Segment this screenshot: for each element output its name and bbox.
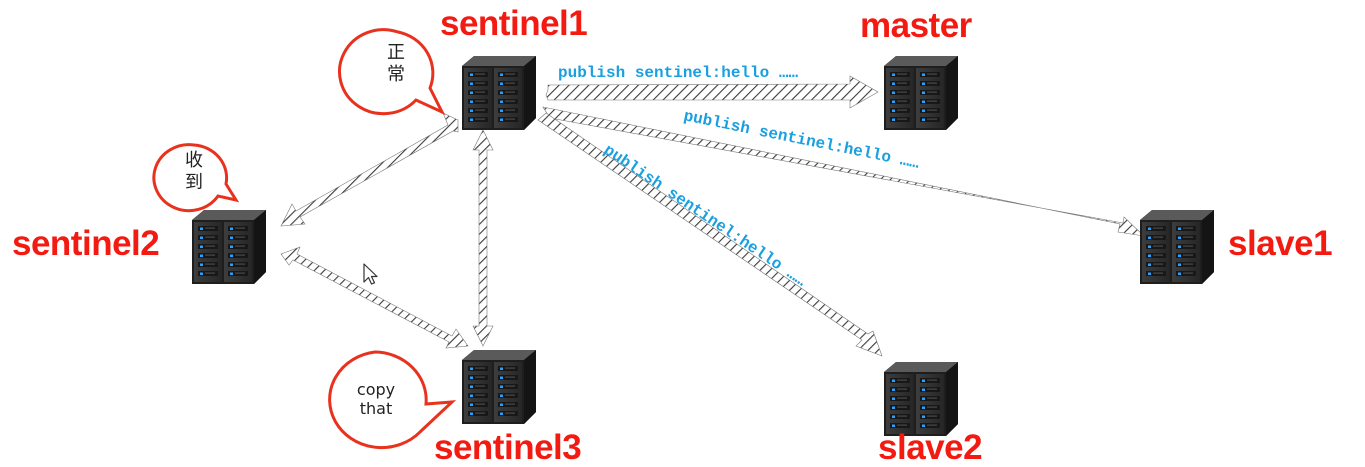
- sentinel3-bubble-text: copy that: [356, 380, 396, 419]
- server-icon-master: [884, 56, 958, 130]
- server-icon-slave1: [1140, 210, 1214, 284]
- sentinel3-label: sentinel3: [434, 428, 582, 467]
- sentinel1-bubble-text: 正常: [387, 42, 405, 85]
- speech-bubble-icon: [328, 350, 457, 450]
- server-icon-sentinel2: [192, 210, 266, 284]
- arrow-sentinel1-slave2: [537, 112, 883, 357]
- slave2-label: slave2: [878, 428, 983, 467]
- arrow-sentinel1-master: [545, 75, 879, 109]
- arrow-sentinel1-slave1: [542, 106, 1145, 237]
- speech-bubble-icon: [152, 143, 240, 213]
- message-to-slave2: publish sentinel:hello ……: [600, 141, 809, 290]
- message-to-master: publish sentinel:hello ……: [558, 64, 798, 82]
- server-icon-sentinel3: [462, 350, 536, 424]
- arrow-sentinel1-sentinel2: [280, 112, 459, 227]
- arrow-sentinel2-sentinel3: [280, 246, 469, 349]
- server-icon-sentinel1: [462, 56, 536, 130]
- speech-bubble-icon: [338, 28, 446, 116]
- arrow-sentinel1-sentinel3: [472, 129, 494, 347]
- sentinel1-label: sentinel1: [440, 4, 588, 43]
- sentinel2-label: sentinel2: [12, 224, 160, 263]
- slave1-label: slave1: [1228, 224, 1333, 263]
- mouse-cursor-icon: [363, 263, 378, 285]
- server-icon-slave2: [884, 362, 958, 436]
- master-label: master: [860, 6, 972, 45]
- sentinel2-bubble-text: 收到: [185, 150, 203, 193]
